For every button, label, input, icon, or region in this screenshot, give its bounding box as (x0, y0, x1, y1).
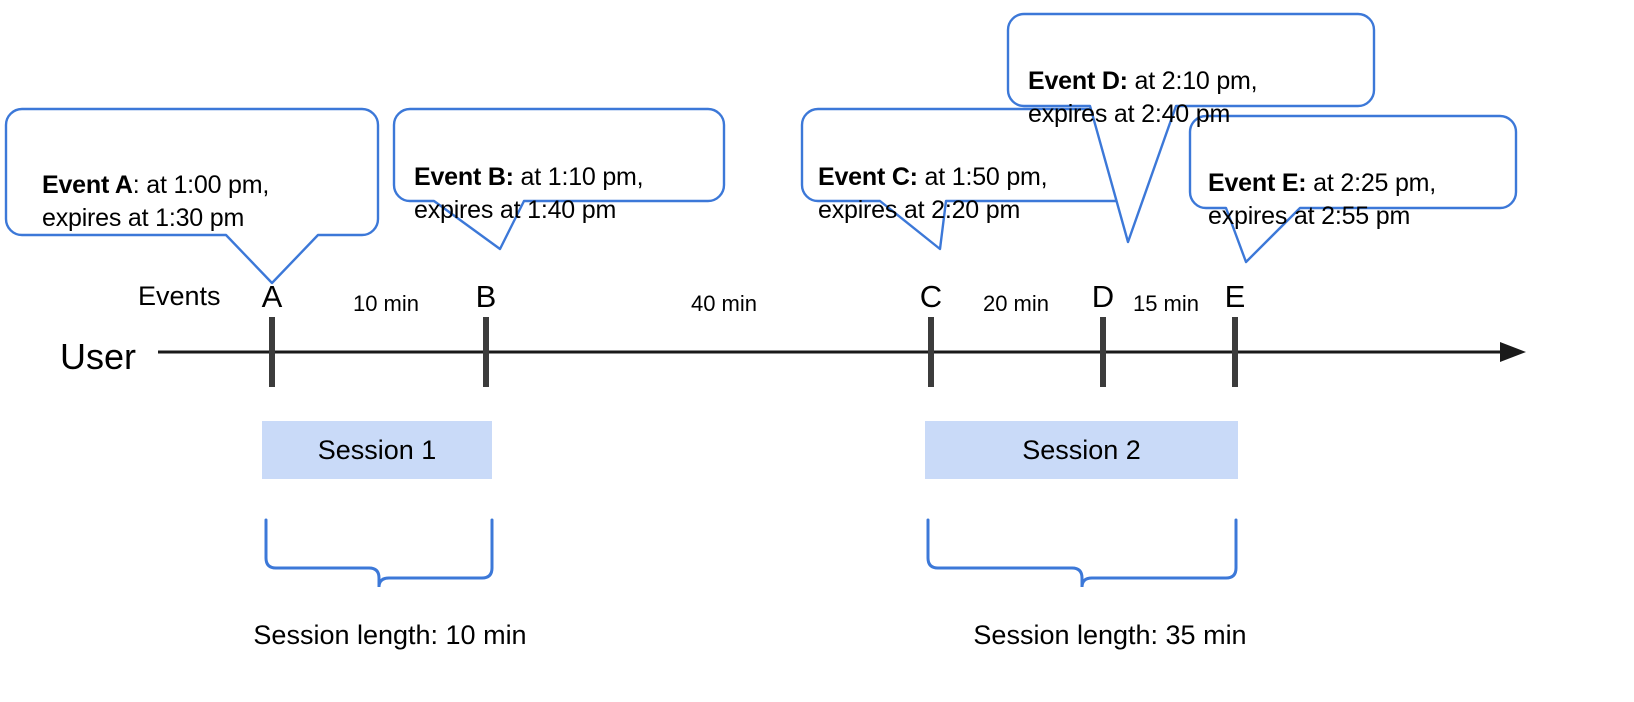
timeline-ticks (269, 317, 1238, 387)
session-bar-1-label: Session 1 (317, 434, 437, 465)
timeline-axis (158, 342, 1526, 362)
session-bar-1[interactable]: Session 1 (262, 421, 492, 479)
tick-label-a: A (261, 279, 283, 314)
callout-b-rest: at 1:10 pm, expires at 1:40 pm (414, 163, 644, 224)
session-bar-2[interactable]: Session 2 (925, 421, 1238, 479)
callout-a-rest: : at 1:00 pm, expires at 1:30 pm (42, 171, 270, 232)
callout-c-rest: at 1:50 pm, expires at 2:20 pm (818, 163, 1048, 224)
session-bar-2-label: Session 2 (1022, 434, 1141, 465)
callout-text-d: Event D: at 2:10 pm, expires at 2:40 pm (1028, 32, 1258, 131)
tick-label-e: E (1224, 279, 1246, 314)
callout-e-rest: at 2:25 pm, expires at 2:55 pm (1208, 169, 1437, 230)
gap-label-a-b: 10 min (352, 291, 420, 316)
session-1-length-label: Session length: 10 min (253, 620, 527, 650)
callout-bubble-a (4, 107, 380, 285)
callout-a-bold: Event A (42, 171, 133, 199)
callout-b-bold: Event B: (414, 163, 514, 191)
callout-c-bold: Event C: (818, 163, 918, 191)
session-2-length-label: Session length: 35 min (973, 620, 1247, 650)
callout-text-c: Event C: at 1:50 pm, expires at 2:20 pm (818, 128, 1048, 227)
session-1-brace (264, 518, 494, 588)
user-lane-label: User (60, 336, 137, 377)
tick-label-c: C (919, 279, 943, 314)
session-2-brace (926, 518, 1238, 588)
callout-bubble-e (1188, 114, 1518, 264)
events-row-label: Events (138, 281, 221, 311)
gap-label-c-d: 20 min (982, 291, 1050, 316)
callout-d-rest: at 2:10 pm, expires at 2:40 pm (1028, 67, 1258, 128)
callout-text-a: Event A: at 1:00 pm, expires at 1:30 pm (42, 136, 269, 235)
callout-text-e: Event E: at 2:25 pm, expires at 2:55 pm (1208, 134, 1436, 233)
gap-label-b-c: 40 min (690, 291, 758, 316)
tick-label-b: B (475, 279, 497, 314)
gap-label-d-e: 15 min (1132, 291, 1200, 316)
callout-d-bold: Event D: (1028, 67, 1128, 95)
tick-label-d: D (1091, 279, 1115, 314)
callout-bubble-d (1006, 12, 1376, 244)
callout-text-b: Event B: at 1:10 pm, expires at 1:40 pm (414, 128, 644, 227)
callout-e-bold: Event E: (1208, 169, 1307, 197)
callout-bubble-b (392, 107, 726, 251)
